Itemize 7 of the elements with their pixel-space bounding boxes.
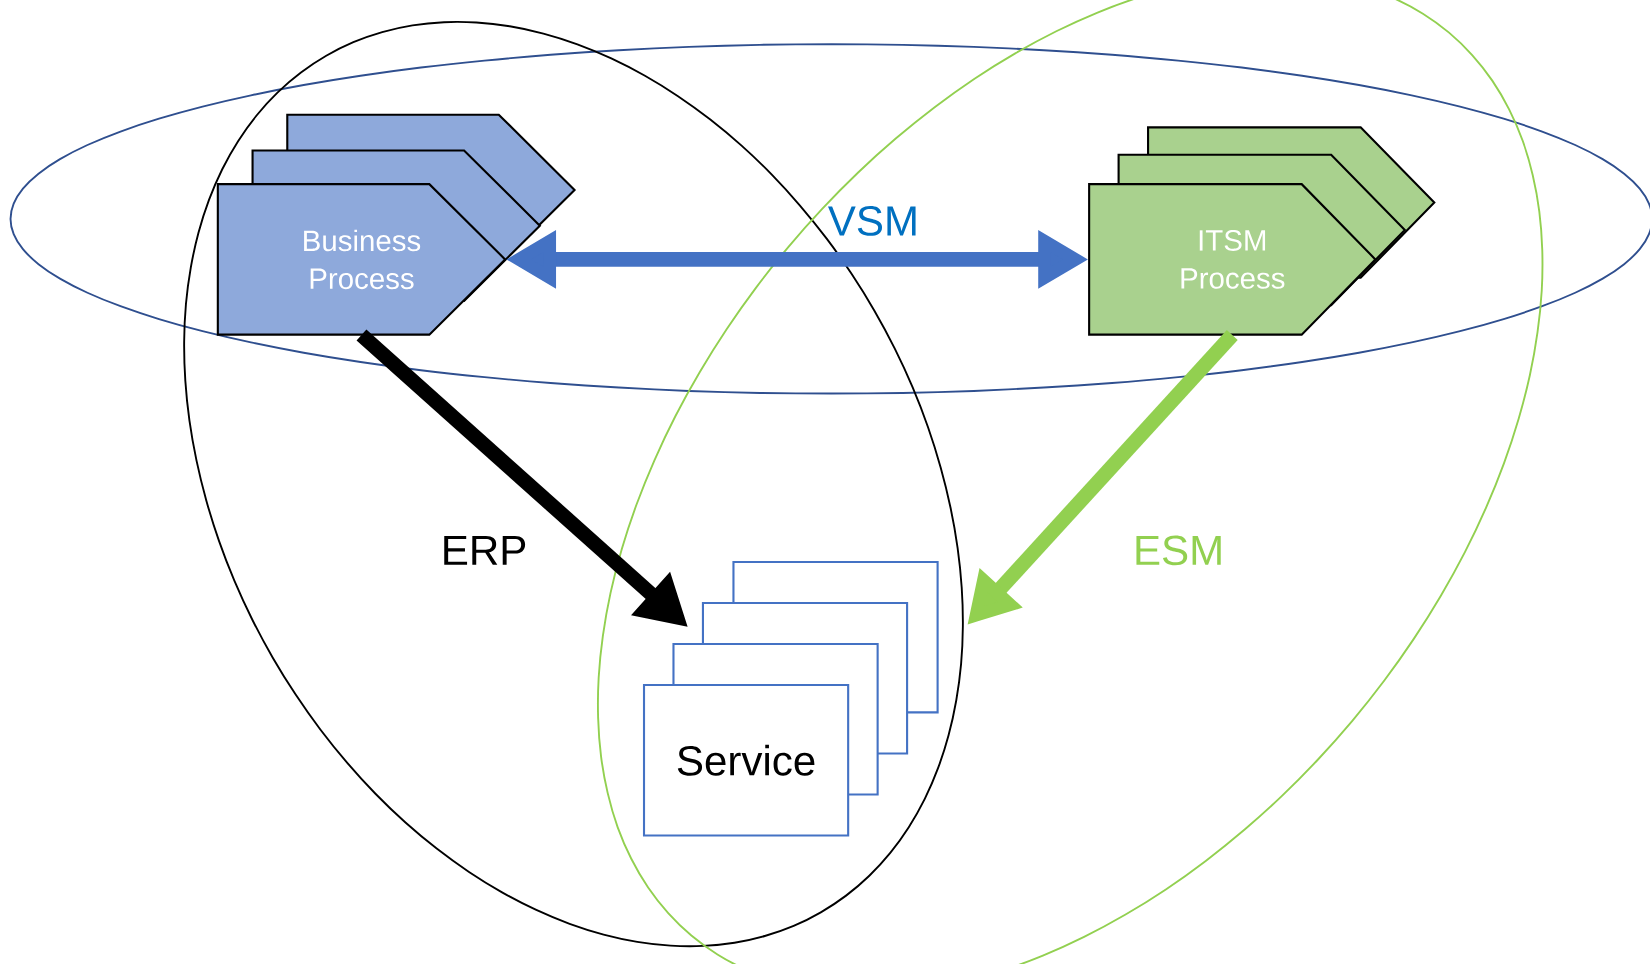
node-label: Service [677,744,815,776]
process-chevron-stack: Business Process [216,113,577,336]
region-label: ERP [444,535,526,565]
region-label: VSM [828,206,916,236]
region-label: ESM [1136,535,1221,566]
process-chevron-stack: ITSM Process [1088,126,1436,336]
service-card-stack: Service [642,560,939,837]
